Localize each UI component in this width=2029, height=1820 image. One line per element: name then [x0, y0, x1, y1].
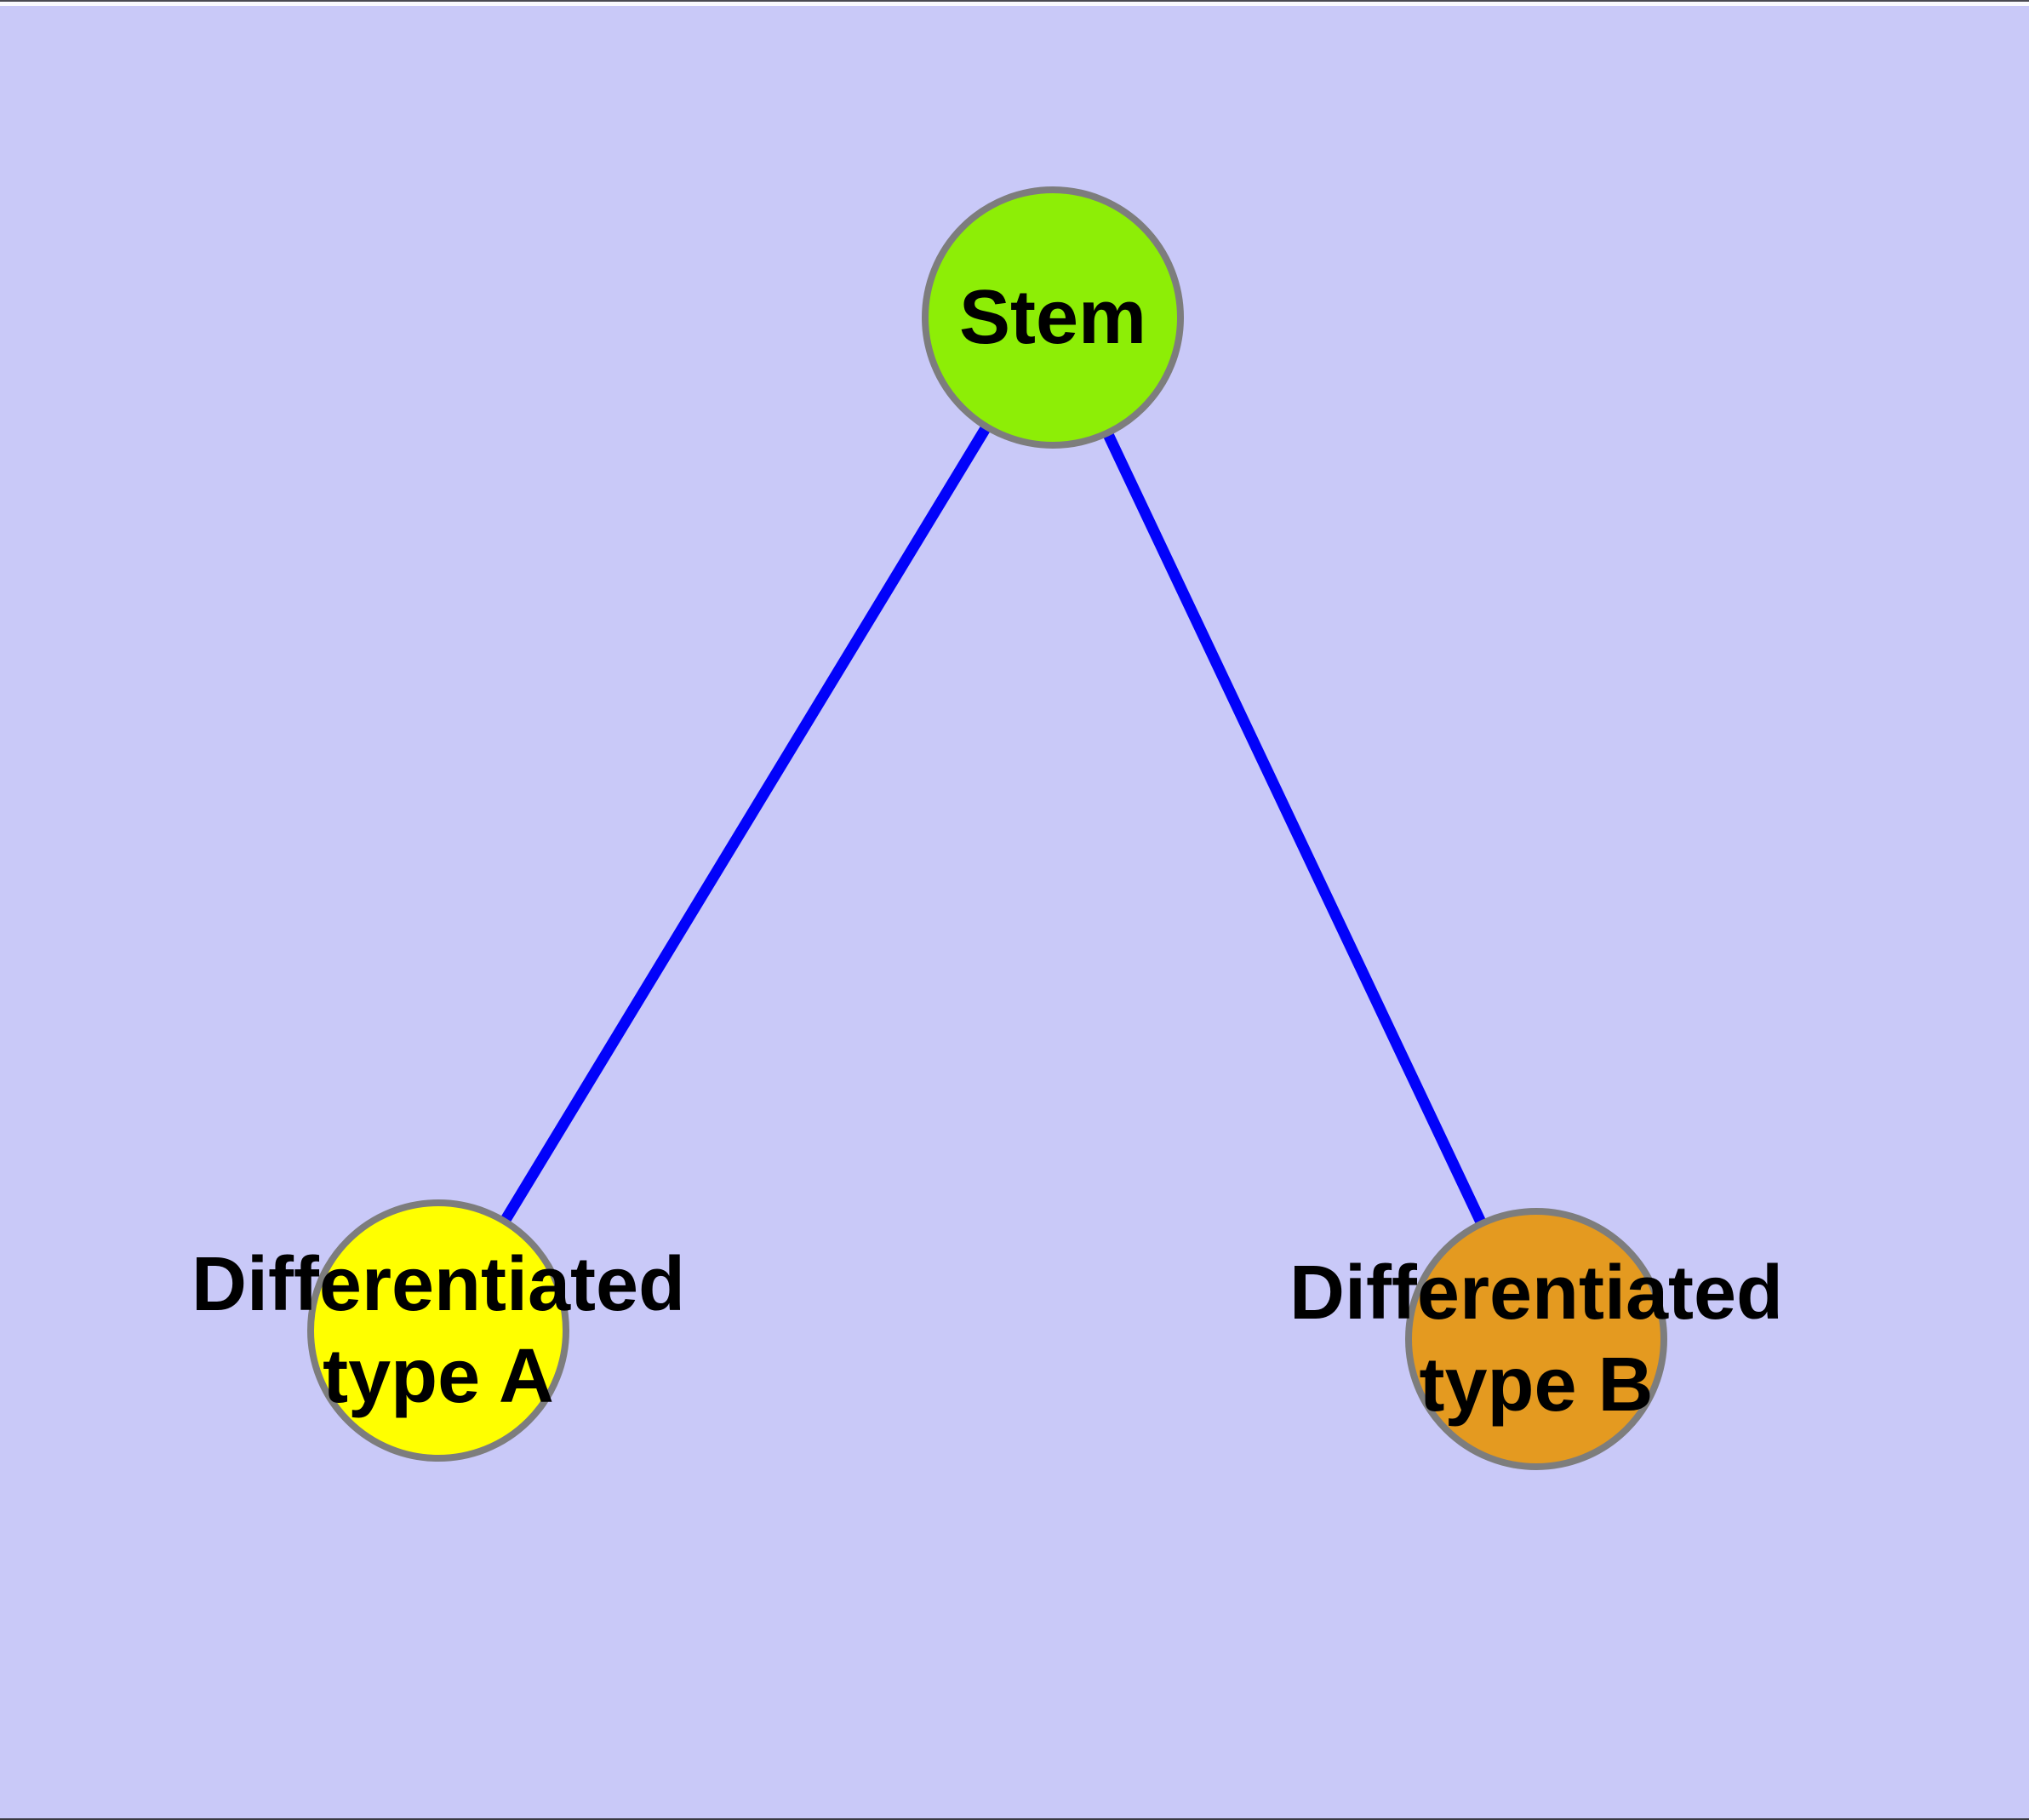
- label-layer: Stem Differentiated type A Differentiate…: [191, 275, 1783, 1428]
- edge-stem-to-type-a: [433, 314, 1058, 1334]
- window-bottom-edge: [0, 1818, 2029, 1820]
- node-stem-label: Stem: [959, 275, 1146, 360]
- edge-layer: [433, 314, 1541, 1342]
- edge-stem-to-type-b: [1048, 315, 1541, 1342]
- node-type-b-label-line2: type B: [1419, 1342, 1653, 1428]
- node-differentiated-type-b[interactable]: [1405, 1208, 1667, 1470]
- window-top-highlight: [0, 2, 2029, 6]
- node-type-a-label-line1: Differentiated: [191, 1242, 685, 1327]
- node-layer: [307, 186, 1667, 1470]
- node-stem[interactable]: [922, 186, 1184, 449]
- node-type-a-label-line2: type A: [323, 1334, 554, 1419]
- window-top-edge: [0, 0, 2029, 2]
- node-type-b-label-line1: Differentiated: [1289, 1251, 1783, 1336]
- node-differentiated-type-a[interactable]: [307, 1199, 569, 1462]
